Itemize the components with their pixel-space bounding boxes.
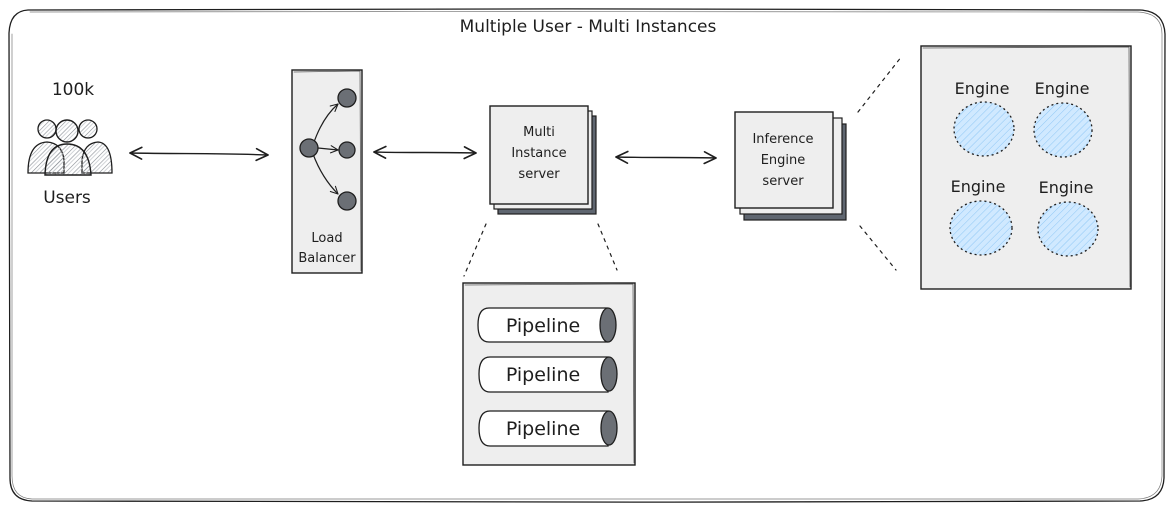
arrow-loadbalancer-multiinstance (373, 145, 477, 160)
zoom-line-engines-top (857, 55, 903, 113)
zoom-line-pipelines-right (597, 223, 618, 271)
pipeline-cylinder: Pipeline (478, 410, 618, 447)
multi-instance-line3: server (518, 167, 560, 182)
users-node: 100k Users (27, 80, 113, 208)
zoom-line-pipelines-left (463, 223, 487, 277)
inference-engine-server-node: Inference Engine server (734, 111, 847, 221)
pipeline-cylinder: Pipeline (477, 307, 617, 343)
pipeline-label: Pipeline (506, 315, 580, 337)
diagram-title: Multiple User - Multi Instances (460, 17, 717, 37)
arrow-users-loadbalancer (129, 146, 269, 162)
engine-node: Engine (1037, 178, 1099, 257)
load-balancer-label-line1: Load (311, 231, 342, 246)
pipeline-cylinder: Pipeline (478, 356, 618, 393)
engines-panel: Engine Engine Engine Engine (920, 45, 1132, 290)
load-balancer-node: Load Balancer (291, 69, 363, 274)
engine-label: Engine (1039, 178, 1094, 197)
pipeline-label: Pipeline (506, 364, 580, 386)
arrow-multiinstance-inference (615, 150, 717, 165)
engine-label: Engine (951, 177, 1006, 196)
load-balancer-icon (299, 88, 357, 211)
users-count: 100k (52, 80, 94, 100)
inference-engine-line3: server (762, 174, 804, 189)
engine-node: Engine (1033, 79, 1093, 158)
engine-label: Engine (955, 79, 1010, 98)
users-label: Users (43, 188, 91, 208)
multi-instance-line1: Multi (523, 125, 555, 140)
multi-instance-server-node: Multi Instance server (489, 105, 597, 215)
load-balancer-label-line2: Balancer (298, 251, 356, 266)
pipeline-label: Pipeline (506, 418, 580, 440)
multi-instance-line2: Instance (511, 146, 566, 161)
pipeline-panel: Pipeline Pipeline Pipeline (462, 282, 636, 466)
inference-engine-line1: Inference (752, 132, 813, 147)
inference-engine-line2: Engine (761, 153, 806, 168)
engine-node: Engine (949, 177, 1013, 256)
users-icon (27, 119, 113, 176)
engine-node: Engine (953, 79, 1015, 157)
zoom-line-engines-bottom (859, 225, 897, 271)
engine-label: Engine (1035, 79, 1090, 98)
